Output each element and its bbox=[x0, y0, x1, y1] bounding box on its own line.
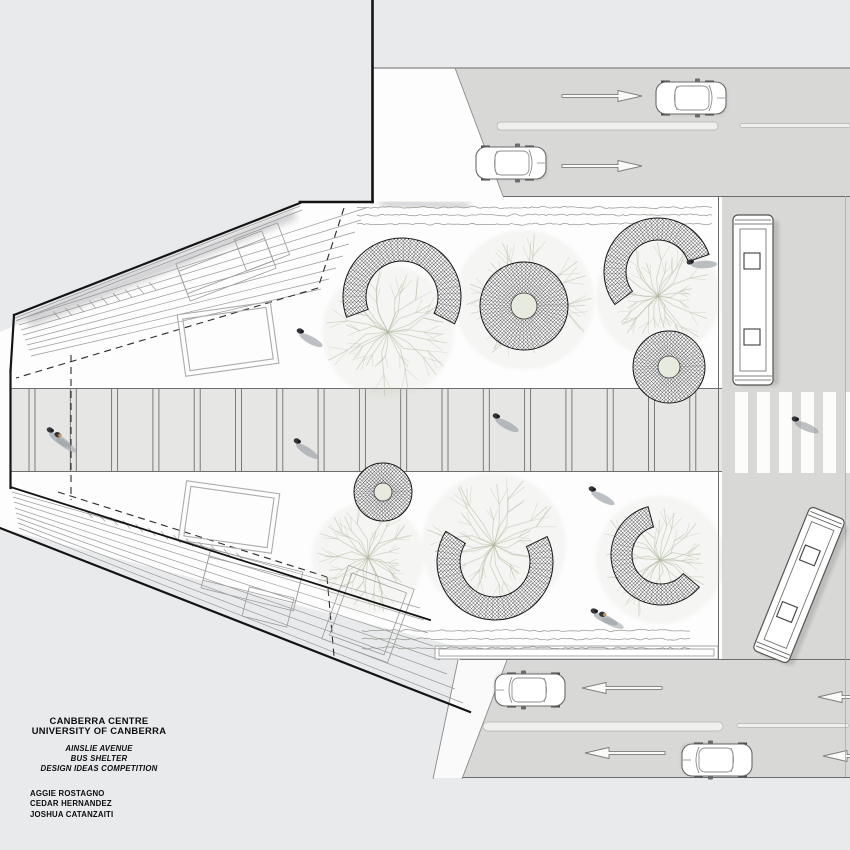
org-line-2: UNIVERSITY OF CANBERRA bbox=[31, 725, 167, 737]
zebra-stripe bbox=[735, 392, 748, 473]
project-line-1: AINSLIE AVENUE bbox=[65, 744, 133, 753]
hedge bbox=[361, 628, 691, 633]
title-block-project: AINSLIE AVENUE BUS SHELTER DESIGN IDEAS … bbox=[14, 744, 184, 774]
canopy-skylight bbox=[176, 301, 280, 377]
zebra-stripe bbox=[801, 392, 814, 473]
road-top bbox=[455, 68, 850, 196]
pedestrian bbox=[293, 438, 319, 459]
lane-divider bbox=[736, 723, 850, 728]
traffic-arrow bbox=[817, 690, 850, 704]
tree-trunk bbox=[510, 292, 538, 320]
hedge bbox=[361, 646, 691, 650]
hedge bbox=[361, 637, 691, 641]
canopy-skylight bbox=[177, 480, 281, 554]
pedestrian bbox=[492, 413, 519, 433]
title-block-organisation: CANBERRA CENTRE UNIVERSITY OF CANBERRA bbox=[14, 715, 184, 737]
bus-roof-hatch bbox=[743, 252, 761, 270]
traffic-arrow bbox=[581, 681, 663, 695]
woven-shelter-arc bbox=[436, 530, 554, 621]
traffic-arrow bbox=[561, 159, 643, 173]
render-root bbox=[0, 0, 850, 780]
hedge bbox=[356, 213, 713, 217]
tree bbox=[322, 266, 454, 398]
project-line-3: DESIGN IDEAS COMPETITION bbox=[40, 764, 158, 773]
team-member: CEDAR HERNANDEZ bbox=[30, 799, 112, 809]
tree bbox=[312, 502, 424, 614]
traffic-arrows bbox=[561, 89, 850, 763]
bus-roof-hatch bbox=[798, 544, 822, 567]
pedestrian bbox=[791, 416, 819, 434]
zebra-stripe bbox=[779, 392, 792, 473]
woven-shelter-arc bbox=[603, 217, 710, 306]
traffic-arrow bbox=[561, 89, 643, 103]
canopy-skylight bbox=[183, 485, 275, 549]
zebra-stripe bbox=[823, 392, 836, 473]
bench bbox=[438, 648, 715, 657]
lane-markings bbox=[482, 121, 850, 732]
zebra-stripe bbox=[757, 392, 770, 473]
pedestrian bbox=[590, 608, 624, 629]
traffic-arrow bbox=[822, 749, 850, 763]
pedestrian bbox=[46, 427, 77, 453]
woven-shelters bbox=[342, 217, 710, 621]
pedestrian bbox=[686, 259, 718, 269]
hedge bbox=[356, 205, 713, 210]
car bbox=[475, 143, 547, 183]
woven-shelter-arc bbox=[342, 237, 462, 325]
woven-shelter-arc bbox=[610, 506, 701, 606]
tree-trunk bbox=[373, 482, 393, 502]
bus-roof-hatch bbox=[743, 328, 761, 346]
title-block-team: AGGIE ROSTAGNO CEDAR HERNANDEZ JOSHUA CA… bbox=[30, 789, 230, 820]
car bbox=[681, 740, 753, 780]
team-member: JOSHUA CATANZAITI bbox=[30, 809, 114, 819]
lane-divider bbox=[739, 123, 850, 128]
woven-shelter-ring bbox=[353, 462, 413, 522]
hedges bbox=[356, 205, 713, 650]
vehicles bbox=[475, 78, 848, 780]
car bbox=[655, 78, 727, 118]
driveway-wedge bbox=[433, 660, 507, 778]
lane-divider bbox=[482, 721, 724, 732]
zebra-stripe bbox=[845, 392, 850, 473]
central-walkway bbox=[11, 388, 722, 472]
project-line-2: BUS SHELTER bbox=[70, 754, 128, 763]
woven-shelter-ring bbox=[632, 330, 706, 404]
pedestrian-crossing bbox=[735, 392, 850, 473]
pedestrian bbox=[588, 486, 615, 506]
pedestrian bbox=[296, 328, 323, 348]
team-member: AGGIE ROSTAGNO bbox=[30, 789, 105, 798]
building-outline bbox=[0, 0, 472, 714]
canopy-skylight bbox=[182, 306, 274, 372]
car bbox=[494, 670, 566, 710]
bus-roof-hatch bbox=[775, 600, 799, 624]
cast-shadows bbox=[25, 10, 471, 328]
woven-shelter-ring bbox=[479, 261, 569, 351]
traffic-arrow bbox=[584, 746, 666, 760]
lane-divider bbox=[496, 121, 719, 131]
bus bbox=[753, 506, 848, 666]
bus bbox=[732, 214, 779, 386]
org-line-1: CANBERRA CENTRE bbox=[49, 715, 149, 726]
tree-trunk bbox=[657, 355, 681, 379]
pedestrians bbox=[46, 259, 819, 629]
